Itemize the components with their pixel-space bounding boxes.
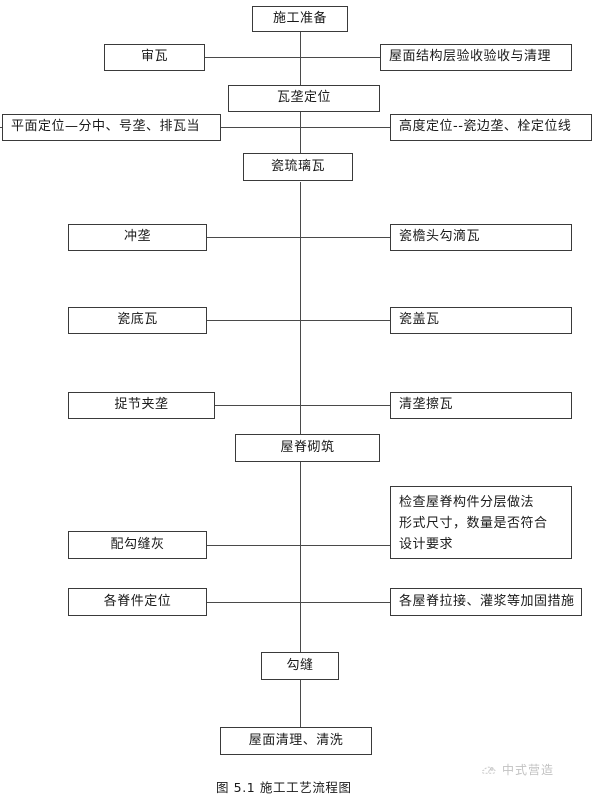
connector-spine-3 [300,112,301,128]
node-eave-drip-tile[interactable]: 瓷檐头勾滴瓦 [390,224,572,251]
cloud-sprout-logo-icon [481,763,497,777]
node-ridge-reinforcement[interactable]: 各屋脊拉接、灌浆等加固措施 [390,588,582,616]
connector-spine-5 [300,182,301,434]
node-roof-cleaning-washing[interactable]: 屋面清理、清洗 [220,727,372,755]
node-tile-ridge-positioning[interactable]: 瓦垄定位 [228,85,380,112]
figure-caption: 图 5.1 施工工艺流程图 [216,780,352,795]
node-pointing-mortar-mix[interactable]: 配勾缝灰 [68,531,207,559]
watermark: 中式营造 [481,761,554,778]
node-roof-structure-acceptance[interactable]: 屋面结构层验收验收与清理 [380,44,572,71]
node-glazed-tile[interactable]: 瓷琉璃瓦 [243,153,353,181]
connector-spine-7 [300,680,301,727]
node-ridge-parts-positioning[interactable]: 各脊件定位 [68,588,207,616]
node-plane-positioning[interactable]: 平面定位—分中、号垄、排瓦当 [2,114,221,141]
node-ridge-component-inspection[interactable]: 检查屋脊构件分层做法 形式尺寸，数量是否符合 设计要求 [390,486,572,559]
node-ridge-rushing[interactable]: 冲垄 [68,224,207,251]
connector-branch-row-5 [207,405,390,406]
connector-branch-row-4 [207,320,390,321]
node-construction-preparation[interactable]: 施工准备 [252,6,348,32]
node-joint-clamping[interactable]: 捉节夹垄 [68,392,215,419]
connector-spine-1 [300,32,301,58]
connector-spine-6 [300,462,301,652]
node-bottom-tile[interactable]: 瓷底瓦 [68,307,207,334]
connector-spine-2 [300,58,301,85]
connector-branch-row-6 [207,545,390,546]
watermark-label: 中式营造 [502,763,555,777]
connector-branch-row-1 [205,57,380,58]
node-pointing[interactable]: 勾缝 [261,652,339,680]
connector-branch-row-3 [207,237,390,238]
node-tile-inspection[interactable]: 审瓦 [104,44,205,71]
connector-branch-row-7 [207,602,390,603]
node-height-positioning[interactable]: 高度定位--瓷边垄、栓定位线 [390,114,592,141]
node-ridge-cleaning-wiping[interactable]: 清垄擦瓦 [390,392,572,419]
node-cover-tile[interactable]: 瓷盖瓦 [390,307,572,334]
connector-spine-4 [300,128,301,153]
node-roof-ridge-masonry[interactable]: 屋脊砌筑 [235,434,380,462]
